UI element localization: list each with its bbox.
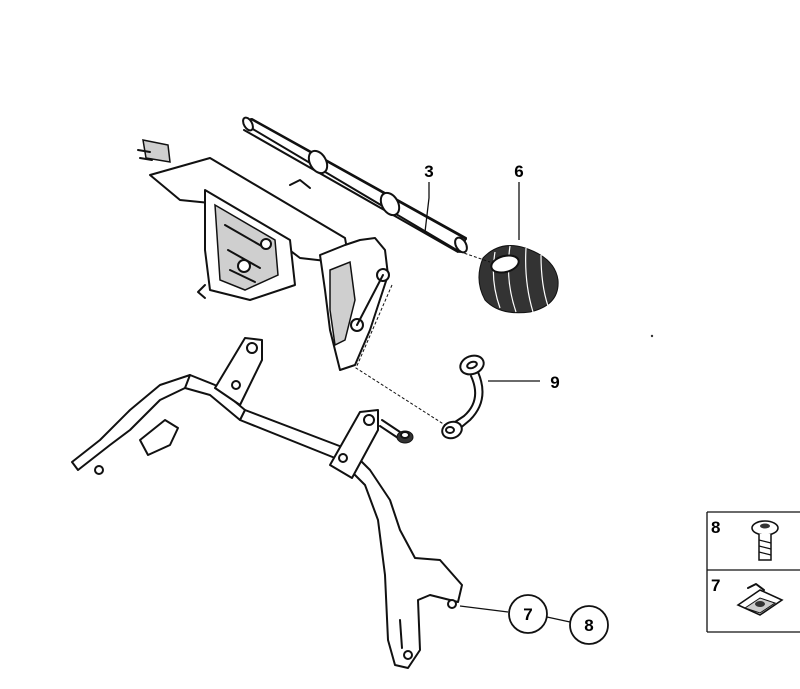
speck	[650, 334, 654, 338]
callout-8-circle: 8	[546, 605, 609, 645]
rod-part	[242, 116, 468, 254]
callout-9: 9	[488, 373, 560, 392]
legend-number-7: 7	[711, 576, 720, 595]
parts-legend: 8 7	[706, 511, 800, 633]
callout-7-circle: 7	[459, 594, 548, 634]
callout-6: 6	[514, 162, 524, 240]
assembly-line-knob	[454, 249, 491, 263]
link-rod-part	[441, 354, 485, 440]
clip-nut-icon	[736, 583, 784, 616]
knob-part	[478, 245, 559, 314]
svg-text:8: 8	[584, 616, 593, 635]
screw-part	[379, 419, 414, 444]
screw-icon	[751, 520, 779, 561]
callout-3: 3	[424, 162, 434, 233]
assembly-line-link	[355, 284, 446, 426]
pedal-housing	[137, 139, 390, 371]
support-bracket	[71, 337, 463, 669]
svg-text:9: 9	[550, 373, 559, 392]
svg-text:7: 7	[523, 605, 532, 624]
svg-text:6: 6	[514, 162, 523, 181]
legend-number-8: 8	[711, 518, 720, 537]
svg-text:3: 3	[424, 162, 433, 181]
